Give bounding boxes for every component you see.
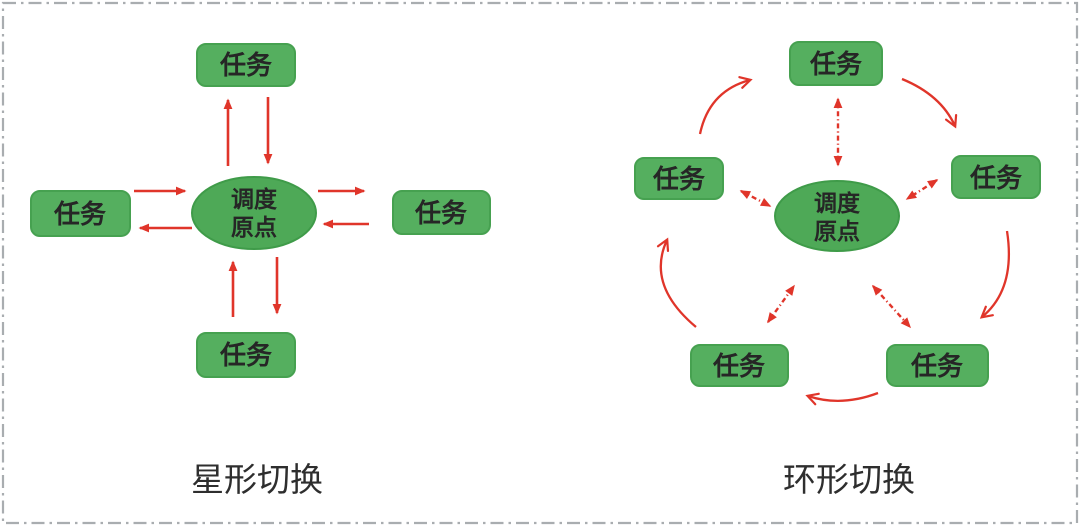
star-task-left [30, 190, 131, 237]
ring-hub-label-line2: 原点 [814, 218, 860, 245]
ring-dashed-arrow-lower-right [871, 284, 912, 329]
ring-dashed-arrow-upper-left [739, 189, 772, 208]
star-task-top [196, 43, 296, 87]
ring-task-top-label: 任务 [809, 50, 862, 80]
star-task-right [392, 190, 491, 235]
ring-task-upper-right-label: 任务 [969, 164, 1022, 194]
ring-task-upper-left [634, 157, 724, 200]
star-task-bottom [196, 332, 296, 378]
star-task-right-label: 任务 [414, 199, 467, 229]
ring-curve-top-to-right [901, 77, 958, 129]
ring-task-upper-left-label: 任务 [652, 165, 705, 195]
star-hub-label-line1: 调度 [231, 186, 278, 213]
ring-caption: 环形切换 [783, 460, 915, 499]
star-task-left-label: 任务 [53, 200, 106, 230]
ring-dashed-arrow-upper-right [905, 178, 939, 201]
star-diagram: 调度 原点 任务 任务 任务 任务 星形切换 [30, 43, 491, 499]
ring-curve-lowerleft-to-left [656, 237, 697, 328]
ring-dashed-arrow-lower-left [767, 284, 795, 324]
star-caption: 星形切换 [191, 460, 323, 499]
ring-curve-right-to-lowerright [979, 230, 1011, 319]
ring-diagram: 调度 原点 任务 任务 任务 任务 任务 环形切换 [634, 41, 1041, 499]
star-hub-ellipse [191, 176, 317, 250]
ring-task-top [789, 41, 883, 86]
star-task-top-label: 任务 [219, 51, 272, 81]
ring-hub-label-line1: 调度 [814, 190, 861, 217]
ring-task-lower-left-label: 任务 [712, 352, 765, 382]
ring-task-upper-right [951, 155, 1041, 199]
ring-curve-left-to-top [698, 76, 753, 135]
ring-hub-ellipse [774, 180, 900, 252]
ring-task-lower-right [886, 344, 989, 387]
ring-curve-lowerright-to-lowerleft [805, 391, 879, 406]
star-hub-label-line2: 原点 [231, 214, 277, 241]
ring-task-lower-right-label: 任务 [910, 352, 963, 382]
ring-task-lower-left [690, 344, 789, 387]
star-task-bottom-label: 任务 [219, 341, 272, 371]
